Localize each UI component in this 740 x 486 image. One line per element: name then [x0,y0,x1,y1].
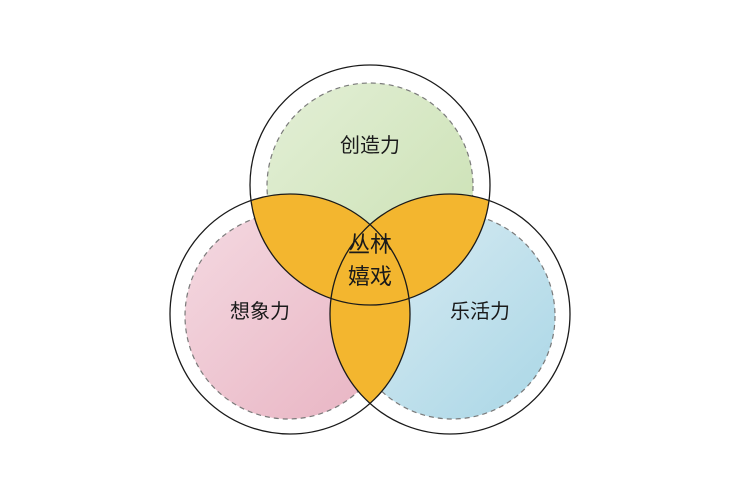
center-intersection-region [250,194,490,434]
set-right-outline [329,193,571,435]
set-left-outline [169,193,411,435]
center-label-line1: 丛林 [348,233,392,258]
set-top-label: 创造力 [340,133,400,157]
set-left-label: 想象力 [230,299,290,323]
center-label-line2: 嬉戏 [348,265,392,290]
set-right-label: 乐活力 [450,299,510,323]
set-top-outline [249,64,491,306]
